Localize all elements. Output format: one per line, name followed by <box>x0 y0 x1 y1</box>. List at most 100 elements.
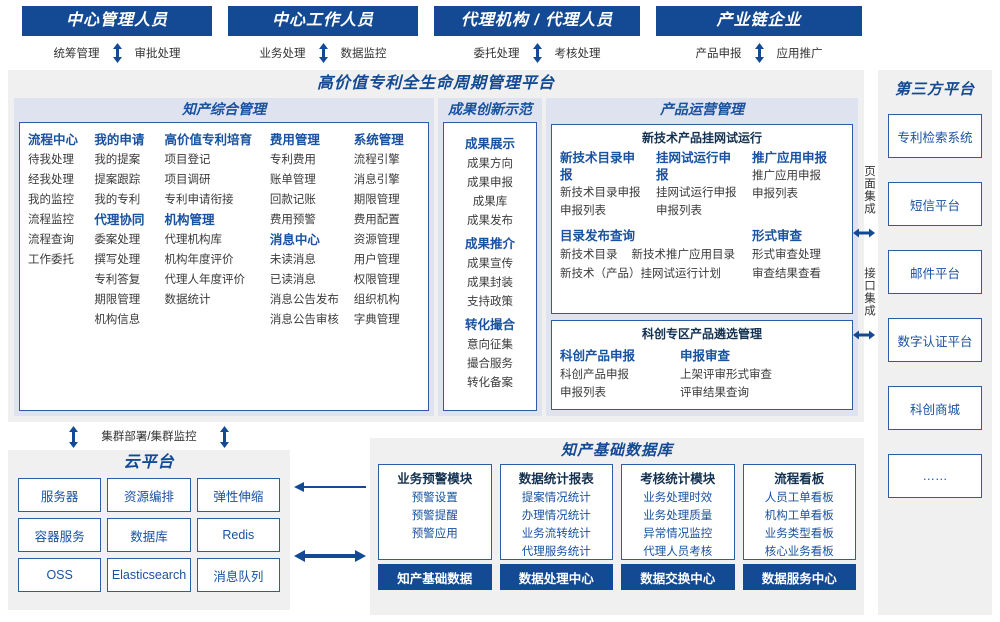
chengguo-item[interactable]: 转化备案 <box>467 377 513 389</box>
chanpin-item[interactable]: 新技术目录申报 <box>560 187 641 199</box>
cloud-cell-container-service[interactable]: 容器服务 <box>18 518 102 552</box>
chanpin-item[interactable]: 新技术目录 <box>560 249 618 261</box>
zhichan-item[interactable]: 数据统计 <box>164 294 211 306</box>
role-title-3[interactable]: 产业链企业 <box>656 6 862 36</box>
chengguo-head[interactable]: 转化撮合 <box>464 318 515 332</box>
chanpin-item[interactable]: 审查结果查看 <box>752 268 821 280</box>
chengguo-head[interactable]: 成果展示 <box>464 137 515 151</box>
database-card-item[interactable]: 业务类型看板 <box>764 528 834 540</box>
database-card-item[interactable]: 业务处理质量 <box>643 510 713 522</box>
zhichan-item[interactable]: 代理人年度评价 <box>164 274 246 286</box>
zhichan-item[interactable]: 消息引擎 <box>353 174 400 186</box>
database-card-item[interactable]: 代理服务统计 <box>521 546 591 558</box>
zhichan-item[interactable]: 机构信息 <box>94 314 141 326</box>
database-card-item[interactable]: 预警应用 <box>411 528 458 540</box>
database-card-item[interactable]: 核心业务看板 <box>764 546 834 558</box>
zhichan-item[interactable]: 资源管理 <box>353 234 400 246</box>
zhichan-item[interactable]: 我的提案 <box>94 154 141 166</box>
zhichan-item[interactable]: 字典管理 <box>353 314 400 326</box>
zhichan-item[interactable]: 流程引擎 <box>353 154 400 166</box>
chanpin-b2-col-1-head[interactable]: 申报审查 <box>680 349 731 363</box>
chengguo-item[interactable]: 支持政策 <box>467 296 513 308</box>
cloud-cell-elasticsearch[interactable]: Elasticsearch <box>107 558 191 592</box>
third-party-item-digital-cert[interactable]: 数字认证平台 <box>888 318 982 362</box>
zhichan-col-3-head[interactable]: 费用管理 <box>269 133 320 147</box>
zhichan-col-2-head2[interactable]: 机构管理 <box>164 213 215 227</box>
zhichan-item[interactable]: 经我处理 <box>28 174 74 186</box>
zhichan-item[interactable]: 未读消息 <box>269 254 316 266</box>
database-card-item[interactable]: 提案情况统计 <box>521 492 591 504</box>
zhichan-col-2-head[interactable]: 高价值专利培育 <box>164 133 253 147</box>
chanpin-item[interactable]: 申报列表 <box>560 387 606 399</box>
zhichan-item[interactable]: 费用配置 <box>353 214 400 226</box>
zhichan-item[interactable]: 用户管理 <box>353 254 400 266</box>
cloud-cell-message-queue[interactable]: 消息队列 <box>196 558 280 592</box>
cloud-cell-elastic-scaling[interactable]: 弹性伸缩 <box>196 478 280 512</box>
zhichan-item[interactable]: 已读消息 <box>269 274 316 286</box>
third-party-item-kechuang-mall[interactable]: 科创商城 <box>888 386 982 430</box>
chanpin-item[interactable]: 申报列表 <box>752 188 798 200</box>
chanpin-b2-col-0-head[interactable]: 科创产品申报 <box>560 349 636 363</box>
database-card-item[interactable]: 业务流转统计 <box>521 528 591 540</box>
zhichan-item[interactable]: 回款记账 <box>269 194 316 206</box>
database-foot-basic-data[interactable]: 知产基础数据 <box>378 564 492 590</box>
zhichan-item[interactable]: 账单管理 <box>269 174 316 186</box>
zhichan-item[interactable]: 我的监控 <box>28 194 74 206</box>
database-foot-exchange-center[interactable]: 数据交换中心 <box>621 564 735 590</box>
chengguo-item[interactable]: 成果封装 <box>467 277 513 289</box>
chengguo-item[interactable]: 成果申报 <box>467 177 513 189</box>
chanpin-item[interactable]: 推广应用申报 <box>752 170 821 182</box>
chanpin-b1-col-0-head[interactable]: 新技术目录申报 <box>560 151 636 182</box>
third-party-item-more[interactable]: …… <box>888 454 982 498</box>
zhichan-item[interactable]: 消息公告发布 <box>269 294 339 306</box>
chanpin-b1-col-1-head[interactable]: 挂网试运行申报 <box>656 151 732 182</box>
role-title-1[interactable]: 中心工作人员 <box>228 6 418 36</box>
cloud-cell-database[interactable]: 数据库 <box>107 518 191 552</box>
zhichan-item[interactable]: 专利答复 <box>94 274 141 286</box>
chanpin-item[interactable]: 新技术推广应用目录 <box>631 249 736 261</box>
cloud-cell-redis[interactable]: Redis <box>196 518 280 552</box>
zhichan-item[interactable]: 委案处理 <box>94 234 141 246</box>
chengguo-item[interactable]: 成果库 <box>472 196 508 208</box>
zhichan-col-4-head[interactable]: 系统管理 <box>353 133 404 147</box>
chengguo-head[interactable]: 成果推介 <box>464 237 515 251</box>
database-foot-processing-center[interactable]: 数据处理中心 <box>499 564 613 590</box>
zhichan-item[interactable]: 流程查询 <box>28 234 74 246</box>
chanpin-b1-row2-right-head[interactable]: 形式审查 <box>752 229 803 243</box>
zhichan-item[interactable]: 费用预警 <box>269 214 316 226</box>
chanpin-item[interactable]: 申报列表 <box>656 205 702 217</box>
chanpin-item[interactable]: 上架评审形式审查 <box>680 369 772 381</box>
zhichan-col-0-head[interactable]: 流程中心 <box>28 133 79 147</box>
zhichan-item[interactable]: 流程监控 <box>28 214 74 226</box>
zhichan-item[interactable]: 期限管理 <box>94 294 141 306</box>
zhichan-item[interactable]: 待我处理 <box>28 154 74 166</box>
database-card-item[interactable]: 预警设置 <box>411 492 458 504</box>
chengguo-item[interactable]: 成果发布 <box>467 215 513 227</box>
cloud-cell-oss[interactable]: OSS <box>18 558 102 592</box>
zhichan-item[interactable]: 撰写处理 <box>94 254 141 266</box>
chanpin-item[interactable]: 形式审查处理 <box>752 249 821 261</box>
chanpin-item[interactable]: 新技术（产品）挂网试运行计划 <box>560 268 721 280</box>
third-party-item-sms[interactable]: 短信平台 <box>888 182 982 226</box>
chanpin-item[interactable]: 评审结果查询 <box>680 387 749 399</box>
chanpin-b1-row2-left-head[interactable]: 目录发布查询 <box>560 229 636 243</box>
third-party-item-email[interactable]: 邮件平台 <box>888 250 982 294</box>
zhichan-item[interactable]: 组织机构 <box>353 294 400 306</box>
chanpin-item[interactable]: 科创产品申报 <box>560 369 629 381</box>
zhichan-item[interactable]: 工作委托 <box>28 254 74 266</box>
database-card-item[interactable]: 人员工单看板 <box>764 492 834 504</box>
database-card-item[interactable]: 办理情况统计 <box>521 510 591 522</box>
zhichan-item[interactable]: 权限管理 <box>353 274 400 286</box>
chengguo-item[interactable]: 意向征集 <box>467 339 513 351</box>
zhichan-item[interactable]: 专利费用 <box>269 154 316 166</box>
zhichan-item[interactable]: 机构年度评价 <box>164 254 234 266</box>
database-card-item[interactable]: 业务处理时效 <box>643 492 713 504</box>
chengguo-item[interactable]: 成果方向 <box>467 158 513 170</box>
database-card-item[interactable]: 预警提醒 <box>411 510 458 522</box>
chanpin-item[interactable]: 申报列表 <box>560 205 606 217</box>
database-card-item[interactable]: 机构工单看板 <box>764 510 834 522</box>
zhichan-col-3-head2[interactable]: 消息中心 <box>269 233 320 247</box>
zhichan-item[interactable]: 消息公告审核 <box>269 314 339 326</box>
cloud-cell-server[interactable]: 服务器 <box>18 478 102 512</box>
role-title-0[interactable]: 中心管理人员 <box>22 6 212 36</box>
